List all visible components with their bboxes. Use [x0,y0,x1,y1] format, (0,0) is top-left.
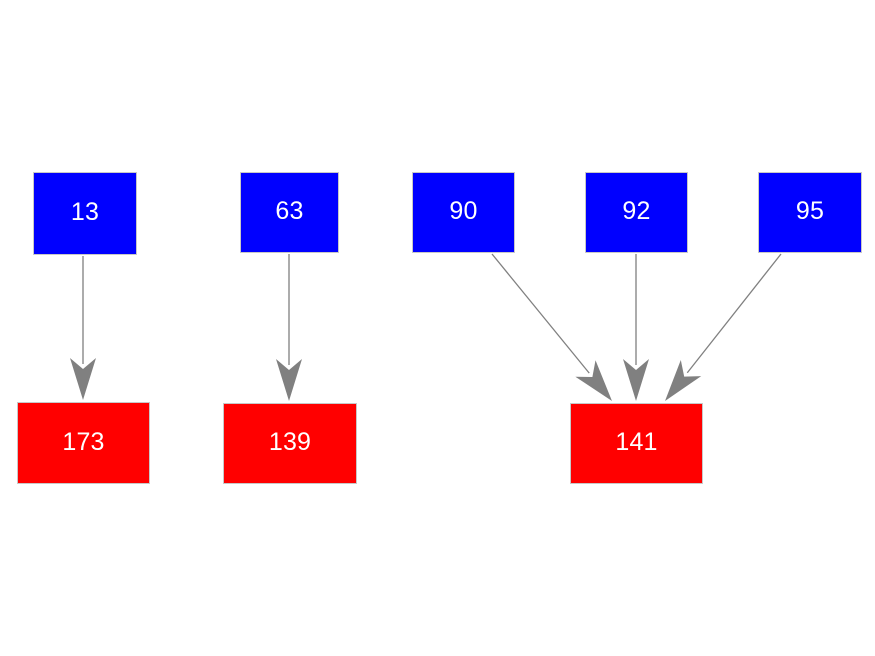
node-label: 141 [615,428,658,456]
node-label: 139 [268,428,312,456]
arrowhead [575,360,612,401]
arrowhead [276,359,302,401]
edge-line [686,253,782,374]
node-label: 13 [70,198,100,226]
arrowhead [623,359,649,401]
node-95[interactable]: 95 [758,172,862,253]
edge-n90-to-n141 [491,253,612,401]
arrowhead [665,359,702,401]
node-141[interactable]: 141 [570,403,703,484]
node-63[interactable]: 63 [240,172,339,253]
node-139[interactable]: 139 [223,403,357,484]
node-label: 63 [275,197,304,225]
node-label: 95 [795,197,825,225]
arrowhead [70,358,96,400]
node-13[interactable]: 13 [33,172,137,255]
node-label: 173 [62,427,105,456]
node-label: 92 [622,197,651,225]
edge-n63-to-n139 [276,254,302,401]
edge-n95-to-n141 [665,253,782,401]
edge-n92-to-n141 [623,254,649,401]
node-173[interactable]: 173 [17,402,150,484]
node-92[interactable]: 92 [585,172,688,253]
edge-n13-to-n173 [70,256,96,400]
node-label: 90 [449,197,478,225]
edge-line [491,253,590,374]
node-90[interactable]: 90 [412,172,515,253]
